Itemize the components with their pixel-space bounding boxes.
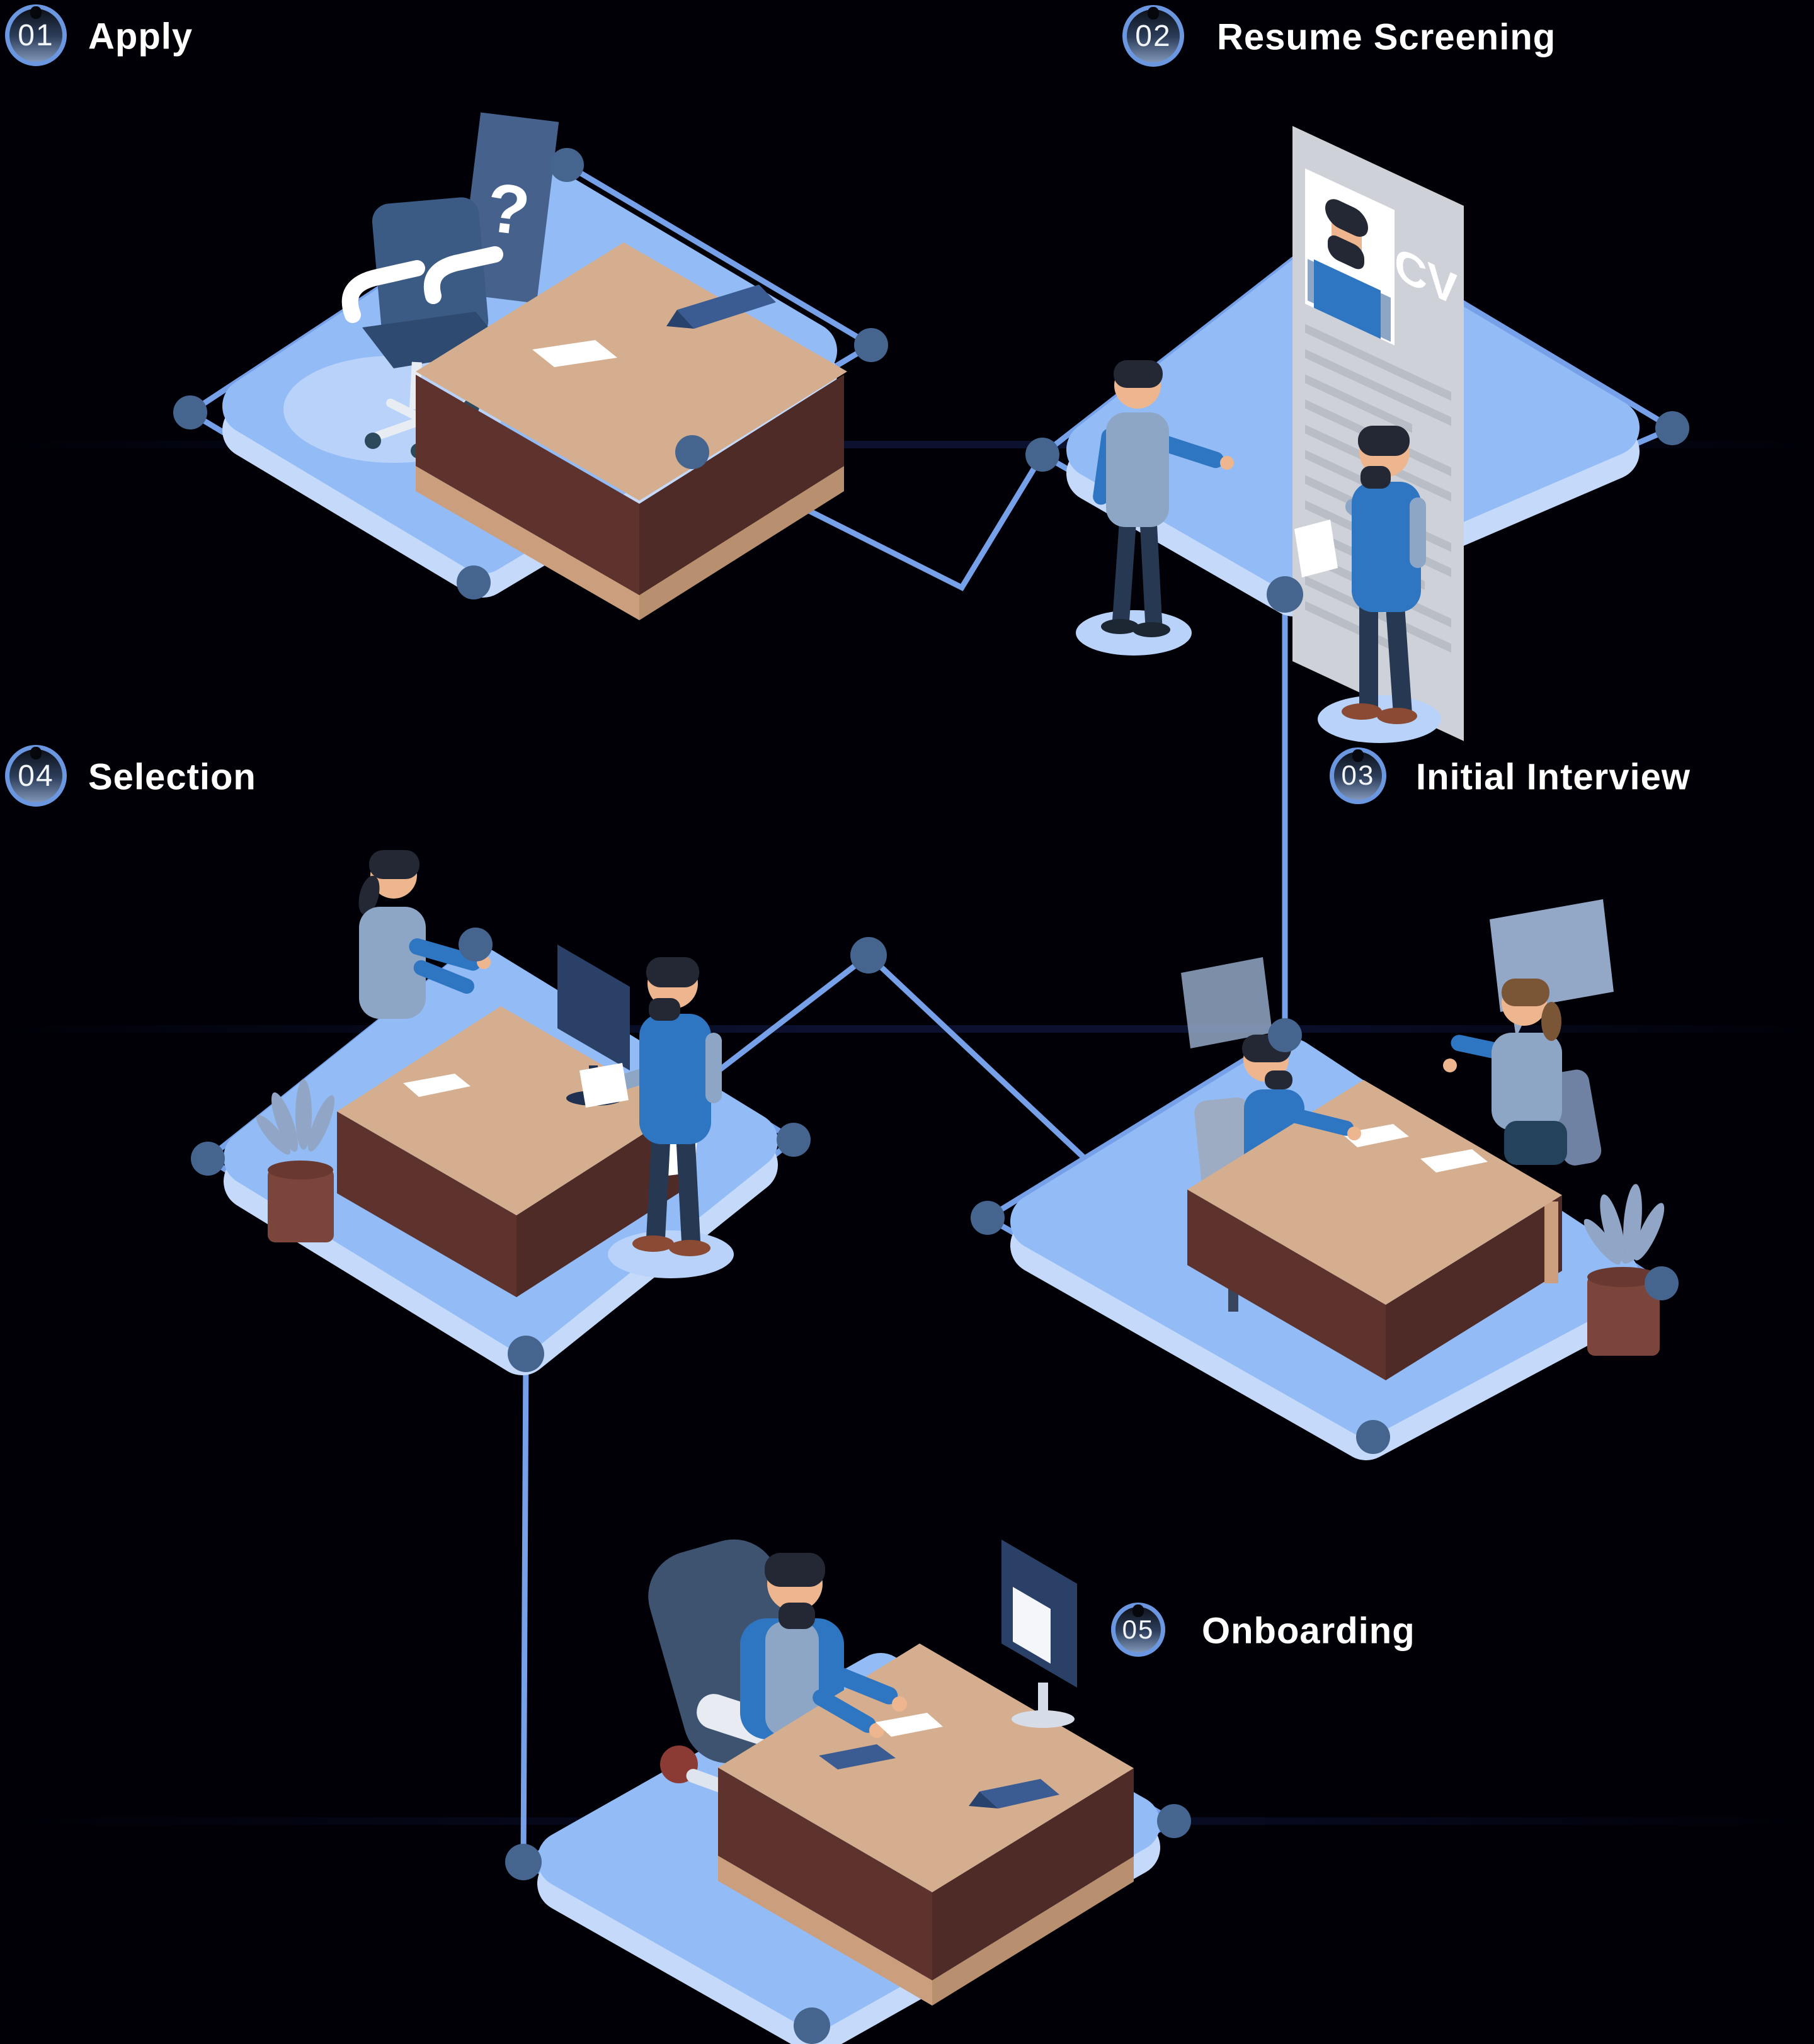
badge-notch [1132,1604,1144,1617]
person-applicant [1076,360,1234,656]
badge-notch [30,747,42,759]
paper-icon [1294,520,1338,577]
desk-icon [1187,1080,1562,1380]
step-02-number: 02 [1135,19,1172,53]
question-mark: ? [482,168,534,250]
step-01-badge: 01 [5,4,67,66]
step-02-badge: 02 [1122,5,1184,67]
badge-notch [30,6,42,19]
candidate-arm [1284,1107,1354,1136]
plant-icon [256,1079,335,1242]
paper-icon [532,340,617,367]
typing-arms [813,1662,943,1738]
name-plate-icon [677,285,776,329]
step-01-number: 01 [18,18,54,52]
platform-05-onboarding [537,1539,1160,2044]
desk-icon [337,945,699,1297]
platform-03-initial-interview [1010,899,1665,1460]
platform-01-apply: ? [222,112,847,620]
notepad-icon [819,1744,896,1769]
connector-04-05 [520,1351,529,1865]
badge-notch [1148,7,1159,20]
step-05-label: Onboarding [1202,1610,1415,1652]
step-04-number: 04 [18,759,54,793]
paper-icon [876,1713,943,1737]
connector-nodes [173,148,1689,2044]
step-03-badge: 03 [1330,747,1386,804]
person-interviewer [1443,979,1602,1166]
step-03-label: Initial Interview [1416,756,1691,798]
tablet-icon [979,1779,1059,1808]
step-05-badge: 05 [1111,1603,1165,1657]
platform-02-resume-screening: CV [1066,126,1640,743]
plant-icon [1583,1184,1665,1356]
speech-bubble-icon [1181,957,1272,1048]
step-04-label: Selection [88,756,256,798]
step-02-label: Resume Screening [1217,16,1556,58]
step-01-label: Apply [88,16,193,57]
badge-notch [1352,749,1364,762]
paper-icon [579,1063,629,1108]
monitor-icon [1001,1540,1077,1728]
person-screener [1294,426,1441,743]
desk-icon [416,242,847,620]
step-05-number: 05 [1122,1615,1155,1644]
step-04-badge: 04 [5,745,67,807]
step-03-number: 03 [1341,760,1375,791]
person-recruiter [358,850,491,1019]
monitor-icon [557,945,630,1070]
platform-04-selection [224,850,778,1375]
person-applicant [579,957,734,1278]
